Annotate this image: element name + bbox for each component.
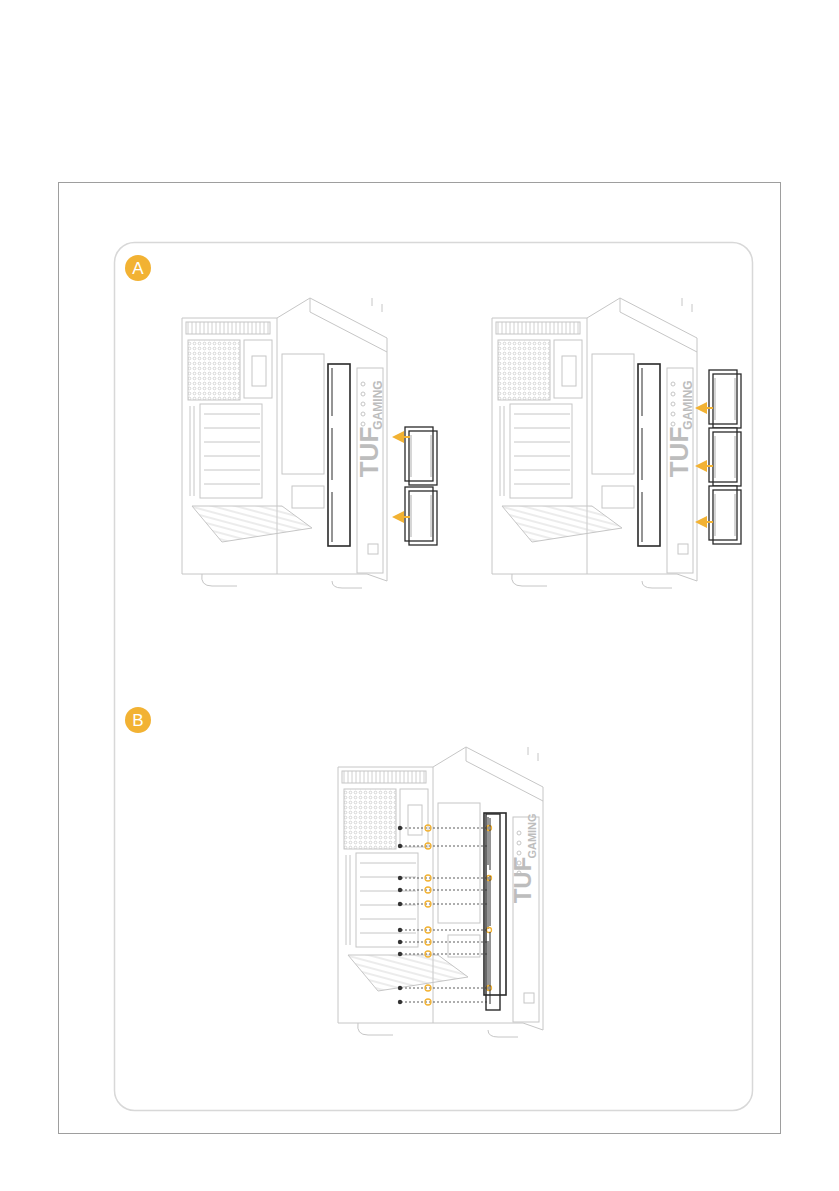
- step-letter: A: [132, 260, 143, 277]
- case-logo-text: TUF: [666, 427, 692, 478]
- case-logo-text: GAMING: [682, 380, 694, 429]
- step-badge: A: [125, 255, 151, 281]
- case-logo-text: GAMING: [527, 813, 538, 858]
- case-logo-text: GAMING: [372, 380, 384, 429]
- case-logo-text: TUF: [511, 857, 535, 904]
- step-letter: B: [132, 712, 143, 729]
- step-badge: B: [125, 707, 151, 733]
- case-logo-text: TUF: [356, 427, 382, 478]
